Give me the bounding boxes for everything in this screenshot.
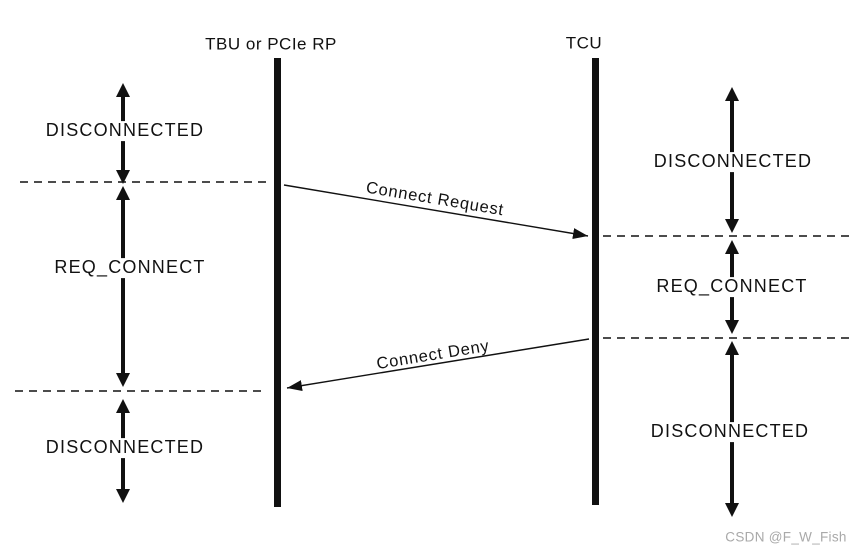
arrow-down-icon [116, 489, 130, 503]
arrow-up-icon [725, 341, 739, 355]
arrow-up-icon [116, 83, 130, 97]
arrow-down-icon [725, 320, 739, 334]
lifeline-tcu [592, 58, 599, 505]
message-arrow-connect-deny [286, 338, 590, 392]
state-label-left-disconnected-2: DISCONNECTED [42, 437, 208, 458]
state-label-right-req-connect: REQ_CONNECT [653, 276, 811, 297]
state-label-left-req-connect: REQ_CONNECT [51, 257, 209, 278]
arrow-up-icon [725, 87, 739, 101]
arrow-up-icon [725, 240, 739, 254]
arrow-down-icon [725, 219, 739, 233]
arrow-down-icon [725, 503, 739, 517]
actor-label-tcu: TCU [565, 33, 603, 53]
actor-label-tbu-or-pcie-rp: TBU or PCIe RP [205, 34, 337, 54]
lifeline-tbu [274, 58, 281, 507]
state-arrow-left-req-connect [116, 186, 130, 387]
arrow-down-icon [116, 170, 130, 184]
state-label-left-disconnected-1: DISCONNECTED [42, 120, 208, 141]
watermark-text: CSDN @F_W_Fish [725, 529, 847, 545]
arrow-up-icon [116, 186, 130, 200]
state-label-right-disconnected-2: DISCONNECTED [647, 421, 813, 442]
message-arrow-connect-request [283, 184, 589, 239]
state-label-right-disconnected-1: DISCONNECTED [650, 151, 816, 172]
arrow-up-icon [116, 399, 130, 413]
arrow-down-icon [116, 373, 130, 387]
